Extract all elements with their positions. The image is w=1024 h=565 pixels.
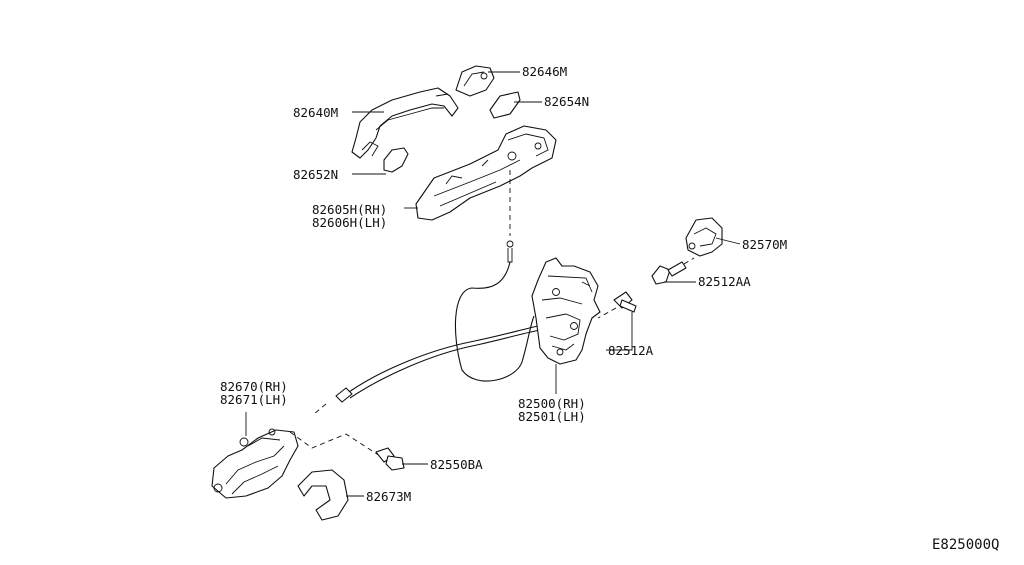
link-dash-lower [313, 403, 327, 415]
label-82652N: 82652N [293, 167, 338, 182]
gasket-rear-drawing [489, 91, 521, 119]
lock-protector-drawing [685, 217, 723, 257]
inside-escutcheon-drawing [297, 469, 349, 521]
bolt-dash [289, 431, 381, 457]
label-82673M: 82673M [366, 489, 411, 504]
cable-ferrule [335, 387, 353, 403]
door-lock-drawing [531, 257, 601, 365]
inside-cable-b [349, 329, 541, 399]
lock-screw-drawing [597, 291, 637, 319]
lock-screw-aa-drawing [651, 257, 695, 285]
cable-end-fitting [506, 240, 514, 248]
label-82500-rh: 82500(RH) [518, 396, 586, 411]
handle-bolt-drawing [375, 447, 405, 471]
outside-cable [454, 261, 535, 382]
outside-handle-drawing [351, 87, 459, 159]
label-82501-lh: 82501(LH) [518, 409, 586, 424]
escutcheon-cover-drawing [455, 65, 495, 97]
label-82512A: 82512A [608, 343, 654, 358]
gasket-front-drawing [383, 147, 409, 173]
leader-82512A [606, 312, 633, 351]
leader-82570M [715, 237, 741, 245]
label-82671-lh: 82671(LH) [220, 392, 288, 407]
diagram-id: E825000Q [932, 537, 999, 553]
inside-handle-drawing [211, 428, 299, 499]
label-82512AA: 82512AA [698, 274, 751, 289]
inside-cable-a [345, 325, 539, 395]
label-82670-rh: 82670(RH) [220, 379, 288, 394]
label-82646M: 82646M [522, 64, 567, 79]
label-82606H-lh: 82606H(LH) [312, 215, 387, 230]
label-82654N: 82654N [544, 94, 589, 109]
label-82570M: 82570M [742, 237, 787, 252]
label-82640M: 82640M [293, 105, 338, 120]
label-82550BA: 82550BA [430, 457, 483, 472]
handle-bracket-drawing [415, 125, 557, 221]
label-82605H-rh: 82605H(RH) [312, 202, 387, 217]
